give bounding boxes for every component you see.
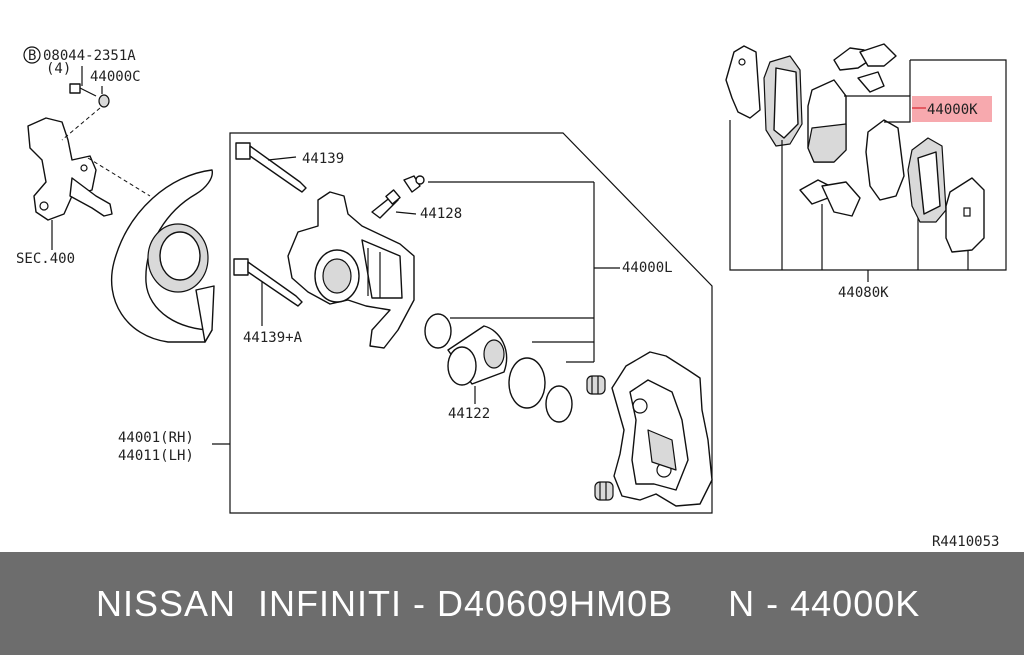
- piston-boot: [508, 357, 546, 409]
- brake-pad-inner: [865, 119, 905, 201]
- pad-kit-leaders: 44080K: [781, 140, 969, 301]
- label-08044-2351a[interactable]: 08044-2351A: [43, 48, 136, 64]
- boot-ring: [545, 385, 573, 423]
- seal-ring: [424, 313, 452, 349]
- highlight-44000k: [912, 96, 992, 122]
- label-44139[interactable]: 44139: [302, 151, 344, 167]
- bleeder-44128: 44128: [371, 175, 594, 222]
- steering-knuckle: SEC.400: [16, 107, 151, 267]
- seal-kit-leaders: 44000L: [450, 182, 673, 363]
- label-sec-400[interactable]: SEC.400: [16, 251, 75, 267]
- caliper-bracket: [611, 351, 713, 507]
- brake-pad-friction: [807, 79, 847, 163]
- bolt-circle-letter: B: [28, 48, 36, 64]
- footer-bar: NISSAN INFINITI - D40609HM0B N - 44000K: [0, 552, 1024, 655]
- drawing-code: R4410053: [932, 534, 999, 550]
- label-44122[interactable]: 44122: [448, 406, 490, 422]
- caliper-kit-box: [229, 132, 713, 514]
- caliper-assy-labels: 44001(RH) 44011(LH): [118, 430, 230, 464]
- pin-bolt-44139: 44139: [235, 142, 344, 193]
- pin-boot: [586, 375, 606, 395]
- label-44128[interactable]: 44128: [420, 206, 462, 222]
- pad-shim-inner: [945, 177, 985, 253]
- bolt-part: [69, 83, 97, 97]
- label-44011-lh[interactable]: 44011(LH): [118, 448, 194, 464]
- label-44139-a[interactable]: 44139+A: [243, 330, 303, 346]
- pad-clip-upper: [833, 43, 897, 93]
- pad-shim-outer: [725, 45, 761, 119]
- washer-part: [98, 94, 110, 108]
- pad-kit-box: [729, 59, 1007, 271]
- piston-44122: 44122: [447, 325, 508, 422]
- dust-shield: [110, 169, 215, 343]
- pin-bolt-44139a: 44139+A: [233, 258, 303, 346]
- brake-pad-outer: [763, 55, 803, 147]
- pad-kit-callout: 44000K: [844, 60, 992, 123]
- label-44000c[interactable]: 44000C: [90, 69, 141, 85]
- footer-part-numbers: NISSAN INFINITI - D40609HM0B N - 44000K: [96, 582, 921, 624]
- label-44000k[interactable]: 44000K: [927, 102, 978, 118]
- caliper-body: [287, 191, 415, 349]
- brake-pad-backing: [907, 137, 947, 223]
- parts-diagram: B 08044-2351A (4) 44000C SEC.400: [16, 43, 1007, 550]
- label-44001-rh[interactable]: 44001(RH): [118, 430, 194, 446]
- bolt-circle-icon: [23, 46, 41, 64]
- bolt-callout: B 08044-2351A (4) 44000C: [23, 46, 141, 108]
- pad-clip-lower: [799, 179, 861, 217]
- label-44000l[interactable]: 44000L: [622, 260, 673, 276]
- label-44080k[interactable]: 44080K: [838, 285, 889, 301]
- label-bolt-qty: (4): [46, 61, 71, 77]
- pin-boot-lower: [594, 481, 614, 501]
